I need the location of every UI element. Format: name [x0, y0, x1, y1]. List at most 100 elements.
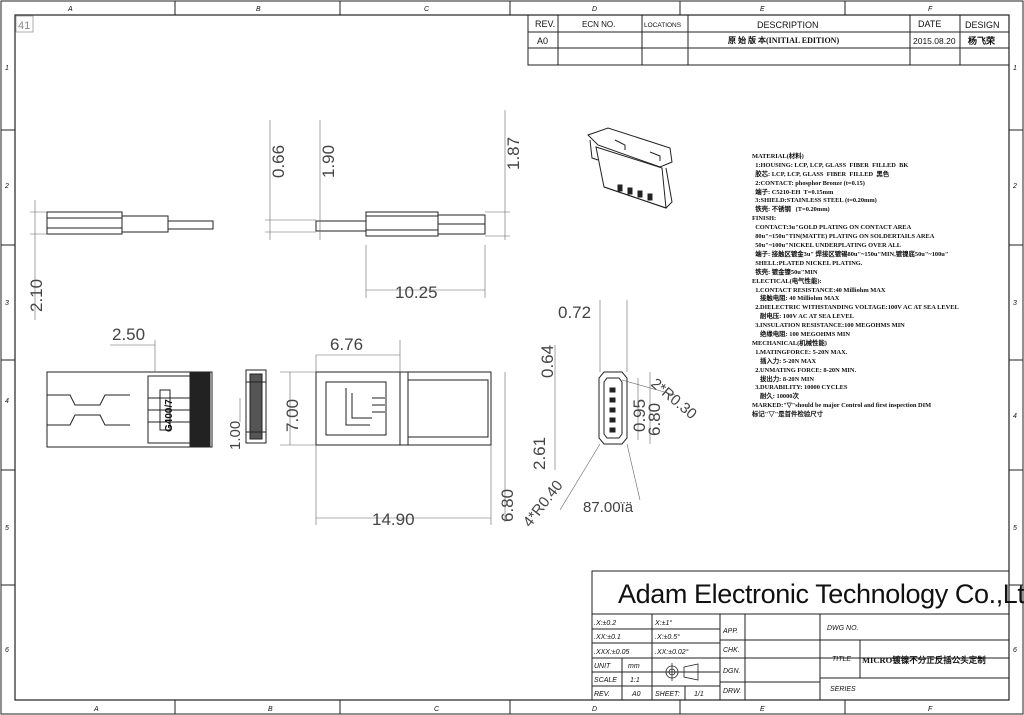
dim-0-95: 0.95 [630, 399, 649, 432]
col-label: B [256, 6, 261, 13]
note-line: 铁壳: 不锈钢 (T=0.20mm) [752, 206, 830, 214]
dim-14-90: 14.90 [372, 510, 415, 529]
note-line: MARKED:"▽"should be major Control and fi… [752, 402, 932, 410]
sheet-value: 1/1 [694, 691, 704, 698]
row-label: 3 [1013, 300, 1017, 307]
note-line: 标记"▽"是首件检验尺寸 [752, 411, 824, 419]
col-label: C [424, 6, 430, 13]
note-line: MATERIAL(材料) [752, 152, 804, 160]
description-header: DESCRIPTION [757, 20, 819, 30]
part-marking: G400/7 [164, 399, 175, 432]
tol-angle-xxx: .XX:±0.02° [655, 648, 689, 656]
top-view-dimension-lines [30, 110, 510, 320]
dim-1-90: 1.90 [319, 145, 338, 178]
row-label: 6 [5, 647, 9, 654]
end-view-dimensions: 0.72 0.64 0.95 6.80 2.61 4*R0.40 2*R0.30… [520, 303, 700, 530]
scale-value: 1:1 [630, 677, 640, 684]
tol-angle-x: X:±1° [654, 619, 672, 627]
dgn-label: DGN. [723, 668, 741, 675]
dim-2-10: 2.10 [27, 279, 46, 312]
sheet-corner-number: 41 [18, 20, 30, 32]
note-line: 端子: C5210-EH T=0.15mm [752, 188, 834, 196]
row-label: 1 [1013, 65, 1017, 72]
front-view-left [46, 371, 213, 448]
front-view-right [315, 371, 492, 446]
title-label: TITLE [832, 656, 851, 663]
note-line: 铁壳: 镀金镍50u"MIN [752, 268, 818, 276]
tol-xx: .XX:±0.1 [594, 634, 621, 641]
app-label: APP. [722, 628, 738, 635]
col-label: F [928, 706, 933, 713]
design-value: 杨飞荣 [968, 35, 996, 46]
title-value: MICRO镀镍不分正反插公头定制 [862, 655, 986, 665]
company-name: Adam Electronic Technology Co.,Ltd [618, 579, 1024, 609]
row-label: 6 [1013, 647, 1017, 654]
row-label: 5 [5, 525, 9, 532]
isometric-view [587, 127, 673, 209]
date-value: 2015.08.20 [913, 36, 956, 46]
dim-6-80-front: 6.80 [498, 489, 517, 522]
note-line: 1:HOUSING: LCP, LCP, GLASS FIBER FILLED … [752, 161, 909, 169]
note-line: 3.DURABILITY: 10000 CYCLES [752, 384, 848, 392]
note-line: 50u"~100u"NICKEL UNDERPLATING OVER ALL [752, 241, 901, 249]
dim-1-87: 1.87 [504, 137, 523, 170]
dim-2-50: 2.50 [112, 325, 145, 344]
rev-label: REV. [594, 691, 610, 698]
description-value: 原 始 版 本(INITIAL EDITION) [728, 35, 839, 45]
note-line: 端子: 接触区镀金3u" 焊接区镀锡80u"~150u"MIN,镀镍底50u"~… [752, 250, 949, 258]
note-line: 耐久: 10000次 [752, 393, 799, 401]
scale-label: SCALE [594, 677, 617, 684]
note-line: 80u"~150u"TIN(MATTE) PLATING ON SOLDERTA… [752, 233, 935, 241]
col-label: B [268, 706, 273, 713]
note-line: CONTACT:3u"GOLD PLATING ON CONTACT AREA [752, 224, 912, 232]
dim-angle-87: 87.00ïä [583, 499, 634, 516]
dim-2-61: 2.61 [530, 437, 549, 470]
sheet-label: SHEET: [655, 691, 680, 698]
row-label: 1 [5, 65, 9, 72]
front-view-dimension-lines [110, 340, 506, 525]
note-line: 2.DIELECTRIC WITHSTANDING VOLTAGE:100V A… [752, 304, 959, 312]
note-line: 耐电压: 100V AC AT SEA LEVEL [752, 313, 854, 321]
title-block [591, 570, 1010, 701]
tol-x: .X:±0.2 [594, 620, 616, 627]
note-line: 2:CONTACT: phosphor Bronze (t=0.15) [752, 179, 865, 187]
unit-value: mm [628, 663, 640, 670]
row-label: 5 [1013, 525, 1017, 532]
rev-header: REV. [535, 19, 555, 29]
tol-xxx: .XXX:±0.05 [594, 649, 629, 656]
design-header: DESIGN [965, 20, 1000, 30]
col-label: A [93, 706, 99, 713]
technical-notes: MATERIAL(材料) 1:HOUSING: LCP, LCP, GLASS … [752, 144, 1002, 420]
col-label: E [760, 6, 765, 13]
note-line: 2.UNMATING FORCE: 8-20N MIN. [752, 366, 857, 374]
end-view [598, 371, 628, 445]
dim-10-25: 10.25 [395, 283, 438, 302]
note-line: 3.INSULATION RESISTANCE:100 MEGOHMS MIN [752, 322, 905, 330]
note-line: 插入力: 5-20N MAX [752, 357, 817, 365]
note-line: FINISH: [752, 215, 777, 223]
dim-0-66: 0.66 [269, 145, 288, 178]
note-line: ELECTICAL(电气性能): [752, 277, 822, 285]
top-view-dimensions: 0.66 1.90 1.87 2.10 10.25 [27, 137, 523, 312]
projection-symbol-icon [663, 663, 699, 681]
series-label: SERIES [830, 686, 856, 693]
note-line: 3:SHIELD:STAINLESS STEEL (t=0.20mm) [752, 197, 877, 205]
note-line: 1.CONTACT RESISTANCE:40 Milliohm MAX [752, 286, 886, 294]
row-label: 2 [1012, 183, 1017, 190]
row-label: 3 [5, 300, 9, 307]
note-line: 1.MATINGFORCE: 5-20N MAX. [752, 348, 848, 356]
unit-label: UNIT [594, 663, 611, 670]
top-view [46, 211, 486, 237]
row-label: 4 [1013, 413, 1017, 420]
col-label: A [67, 6, 73, 13]
note-line: 胶芯: LCP, LCP, GLASS FIBER FILLED 黑色 [752, 170, 890, 178]
revision-table: REV. ECN NO. LOCATIONS DESCRIPTION DATE … [527, 14, 1010, 66]
dim-0-72: 0.72 [558, 303, 591, 322]
date-header: DATE [918, 19, 941, 29]
rev-value: A0 [537, 36, 548, 46]
dim-6-80-end: 6.80 [645, 403, 664, 436]
front-view-dimensions: 2.50 6.76 7.00 1.00 6.80 14.90 [112, 325, 517, 529]
column-labels-top: A B C D E F [67, 6, 933, 13]
inner-frame [14, 14, 1010, 701]
